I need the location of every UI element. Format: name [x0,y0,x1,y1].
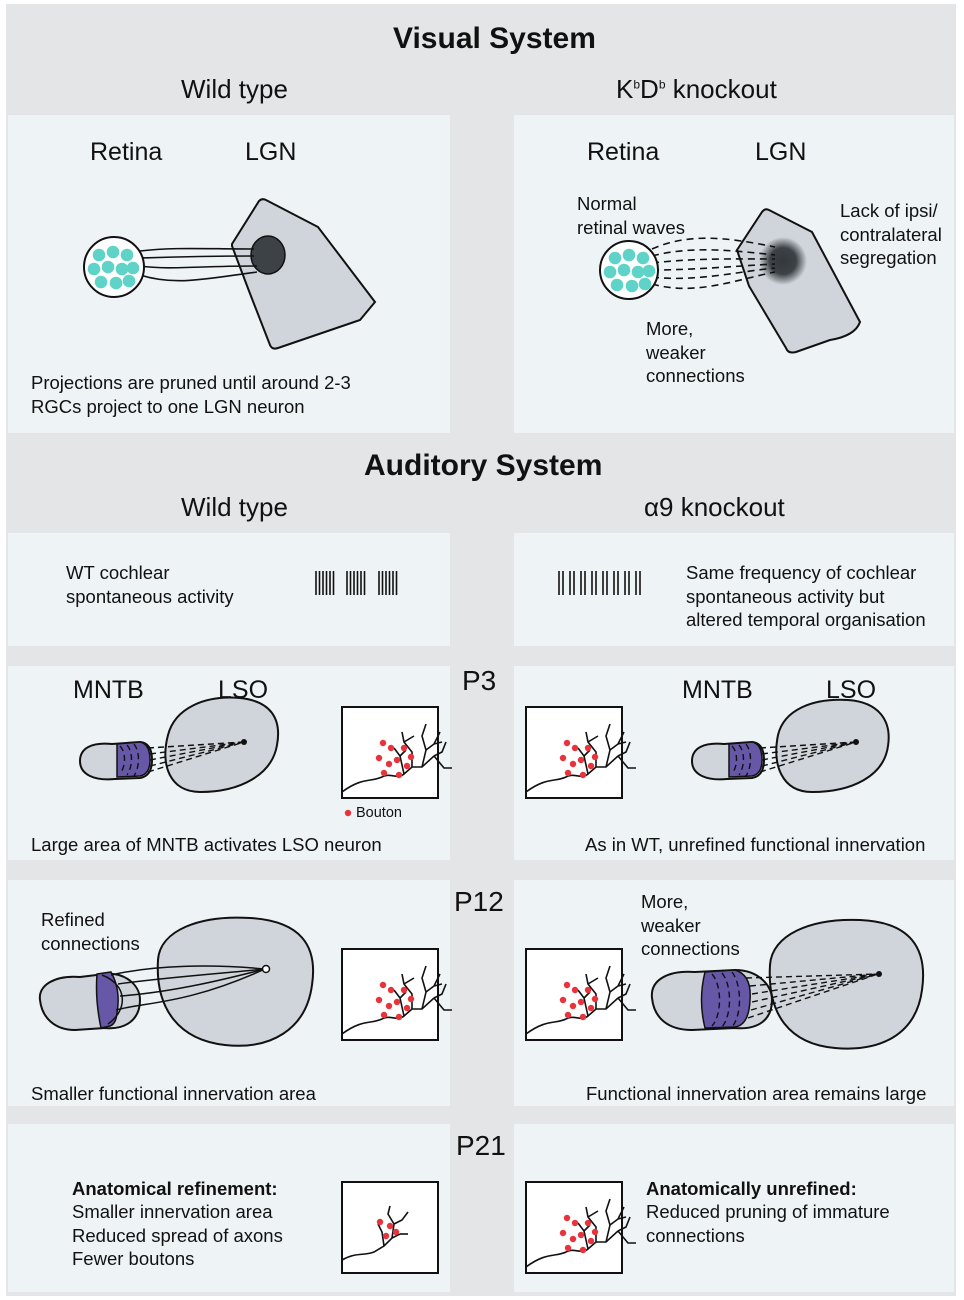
p12-wt-projections [101,965,266,1025]
p21-wt-text: Smaller innervation area Reduced spread … [72,1201,283,1269]
p3-wt-mntb-shape [78,740,154,781]
p3-ko-mntb-shape [690,740,766,781]
wt-lgn-label: LGN [245,138,297,166]
ko-lgn-label: LGN [755,138,807,166]
p3-wt-projections [119,741,245,777]
ko-connections-label: More, weaker connections [646,318,745,386]
p12-wt-label: Refined connections [41,909,140,954]
p12-ko-caption: Functional innervation area remains larg… [586,1083,927,1104]
p3-wt-caption: Large area of MNTB activates LSO neuron [31,834,382,855]
p12-wt-boutons [375,981,415,1021]
p12-wt-caption: Smaller functional innervation area [31,1083,316,1104]
auditory-wt-activity-panel [8,533,450,646]
p12-ko-label: More, weaker connections [641,891,740,959]
p12-wt-lso-neuron [261,964,271,974]
ko-retina-label: Retina [587,138,660,166]
visual-wt-panel [8,115,450,433]
p12-wt-mntb-shape [38,971,142,1032]
p21-wt-heading: Anatomical refinement: [72,1178,278,1199]
p3-wt-lso-label: LSO [218,676,269,704]
p3-wt-boutons [375,739,415,779]
wt-retina-label: Retina [90,138,163,166]
ko-waves-label: Normal retinal waves [577,193,685,238]
visual-ko-heading: KbDb knockout [616,74,777,104]
wt-retina-projections [139,247,258,282]
visual-ko-panel [514,115,954,433]
p21-ko-text: Reduced pruning of immature connections [646,1201,890,1246]
visual-wt-heading: Wild type [181,74,288,104]
wt-activity-label: WT cochlear spontaneous activity [66,562,234,607]
p12-ko-lso-neuron [876,971,882,977]
ko-segregation-label: Lack of ipsi/ contralateral segregation [840,200,942,268]
auditory-ko-activity-panel [514,533,954,646]
p3-stage-label: P3 [462,665,497,696]
p3-wt-mntb-label: MNTB [73,676,144,704]
ko-spike-train [558,571,641,595]
wt-retina [83,236,145,298]
bouton-legend-dot [344,809,352,817]
p3-wt-lso-neuron [241,739,247,745]
ko-retina [599,240,659,300]
p12-ko-projections [711,971,879,1028]
p3-ko-boutons [559,739,599,779]
p3-ko-mntb-label: MNTB [682,676,753,704]
p21-ko-heading: Anatomically unrefined: [646,1178,857,1199]
auditory-wt-heading: Wild type [181,492,288,522]
p12-ko-boutons [559,981,599,1021]
p21-wt-boutons [376,1218,400,1240]
ko-lgn-shape [735,208,862,354]
p3-ko-projections [731,741,857,777]
visual-system-title: Visual System [393,22,596,55]
visual-wt-caption: Projections are pruned until around 2-3 … [31,372,351,417]
wt-lgn-shape [231,198,377,350]
p12-stage-label: P12 [454,886,504,917]
p3-ko-caption: As in WT, unrefined functional innervati… [585,834,926,855]
p21-ko-boutons [559,1214,599,1254]
wt-spike-train [315,571,398,595]
ko-activity-label: Same frequency of cochlear spontaneous a… [686,562,926,630]
ko-retina-projections [651,237,776,290]
p3-ko-lso-neuron [853,739,859,745]
auditory-ko-heading: α9 knockout [644,492,785,522]
p21-stage-label: P21 [456,1130,506,1161]
p3-ko-lso-label: LSO [826,676,877,704]
auditory-system-title: Auditory System [364,449,603,482]
bouton-legend-label: Bouton [356,805,402,821]
p12-ko-mntb-shape [650,968,774,1032]
